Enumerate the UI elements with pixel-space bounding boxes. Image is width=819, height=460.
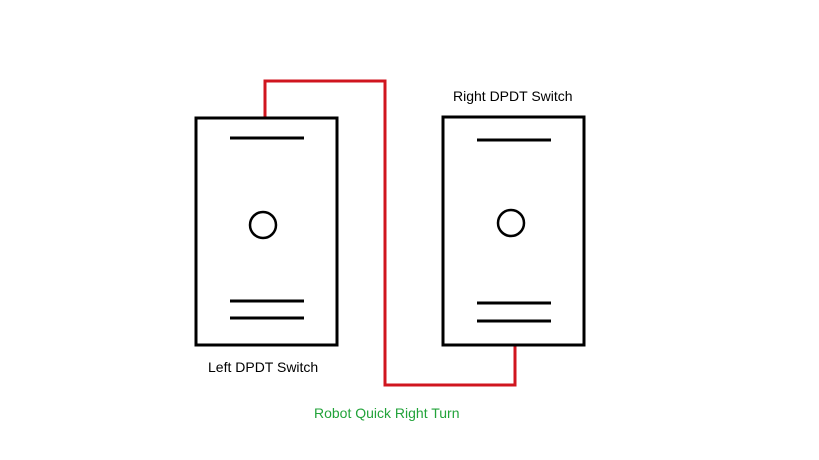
right-switch-pivot: [496, 208, 526, 238]
right-switch-label: Right DPDT Switch: [453, 88, 573, 104]
left-switch-pivot: [248, 210, 278, 240]
left-switch-label: Left DPDT Switch: [208, 359, 318, 375]
red-wire: [263, 79, 517, 387]
diagram-caption: Robot Quick Right Turn: [314, 405, 460, 421]
left-dpdt-switch: Left DPDT Switch: [194, 116, 339, 375]
right-dpdt-switch: Right DPDT Switch: [441, 88, 586, 347]
